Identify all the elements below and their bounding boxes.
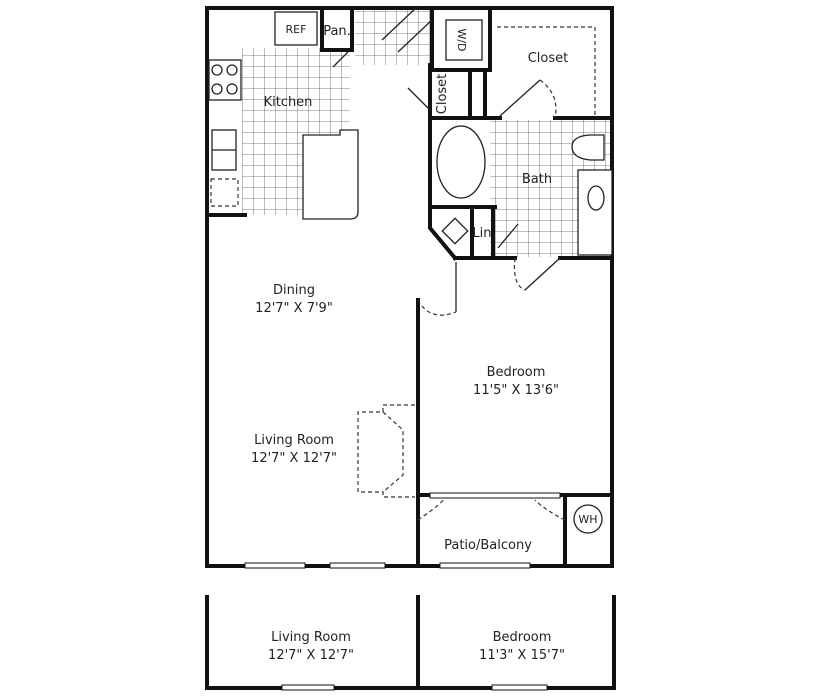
stove-icon <box>208 59 242 101</box>
wd-label: W/D <box>455 28 468 51</box>
patio-label: Patio/Balcony <box>444 538 532 553</box>
corner-shelf <box>441 217 469 245</box>
vanity <box>577 169 613 256</box>
windows <box>244 492 561 691</box>
dining-label: Dining <box>273 283 315 298</box>
wh-label: WH <box>578 513 597 526</box>
bath-label: Bath <box>522 172 552 187</box>
toilet-icon <box>571 134 605 161</box>
bedroom-size: 11'5" X 13'6" <box>473 383 559 398</box>
kitchen-label: Kitchen <box>264 95 313 110</box>
living-size: 12'7" X 12'7" <box>251 451 337 466</box>
linen-label: Lin. <box>472 226 495 241</box>
kitchen-island <box>302 129 359 220</box>
bathtub-icon <box>436 125 486 199</box>
bath-sink-icon <box>587 185 605 211</box>
washer-dryer-icon <box>445 19 483 61</box>
fireplace-icon <box>357 404 415 498</box>
hall-tile-floor <box>355 10 432 65</box>
alt-bedroom-size: 11'3" X 15'7" <box>479 648 565 663</box>
dining-size: 12'7" X 7'9" <box>255 301 333 316</box>
ref-label: REF <box>286 23 307 36</box>
living-label: Living Room <box>254 433 334 448</box>
walls <box>205 6 616 690</box>
pantry-label: Pan. <box>323 24 351 39</box>
water-heater-icon <box>573 504 603 534</box>
fridge-icon <box>274 11 318 46</box>
alt-living-label: Living Room <box>271 630 351 645</box>
alt-bedroom-label: Bedroom <box>493 630 552 645</box>
doors <box>332 5 566 521</box>
closet-label: Closet <box>528 51 569 66</box>
sink-icon <box>211 129 237 171</box>
alt-living-size: 12'7" X 12'7" <box>268 648 354 663</box>
hall-closet-label: Closet <box>435 74 450 115</box>
bedroom-label: Bedroom <box>487 365 546 380</box>
dishwasher-icon <box>210 178 239 207</box>
